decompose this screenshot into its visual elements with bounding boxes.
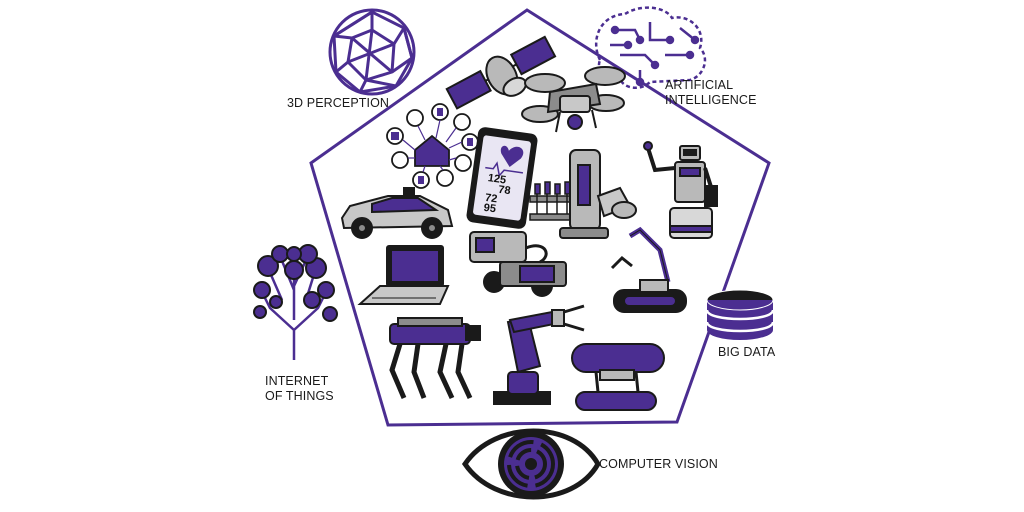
phone-reading-3: 72 [484, 192, 498, 206]
industrial-robot-arm-icon [493, 304, 585, 405]
label-iot-line2: OF THINGS [265, 389, 334, 403]
circuit-brain-icon [594, 6, 707, 90]
smartphone-health-icon: 125 78 72 95 [466, 127, 538, 229]
lab-robot-arm-icon [559, 149, 637, 239]
pentagon-frame [309, 8, 771, 427]
geodesic-sphere-icon [328, 8, 416, 96]
network-tree-icon [253, 244, 338, 360]
self-driving-car-icon [340, 187, 454, 239]
label-artificial-intelligence: ARTIFICIAL INTELLIGENCE [665, 78, 757, 108]
label-ai-line2: INTELLIGENCE [665, 93, 757, 107]
humanoid-robot-icon [643, 141, 718, 239]
label-internet-of-things: INTERNET OF THINGS [265, 374, 334, 404]
label-big-data: BIG DATA [718, 345, 776, 359]
phone-reading-2: 78 [498, 184, 512, 198]
label-3d-perception: 3D PERCEPTION [287, 96, 390, 110]
database-icon [705, 289, 775, 340]
phone-reading-4: 95 [483, 202, 497, 216]
label-iot-line1: INTERNET [265, 374, 329, 388]
underwater-robot-icon [571, 343, 665, 411]
educational-robot-kit-icon [469, 231, 567, 297]
drone-icon [521, 66, 626, 133]
label-ai-line1: ARTIFICIAL [665, 78, 734, 92]
smart-home-icon [386, 103, 479, 189]
laptop-icon [357, 245, 450, 305]
label-computer-vision: COMPUTER VISION [599, 457, 718, 471]
eye-icon [461, 428, 601, 500]
tracked-robot-arm-icon [610, 226, 687, 313]
satellite-icon [445, 35, 557, 110]
pipette-rack-icon [529, 181, 577, 221]
phone-reading-1: 125 [487, 172, 507, 186]
quadruped-robot-icon [389, 317, 481, 400]
